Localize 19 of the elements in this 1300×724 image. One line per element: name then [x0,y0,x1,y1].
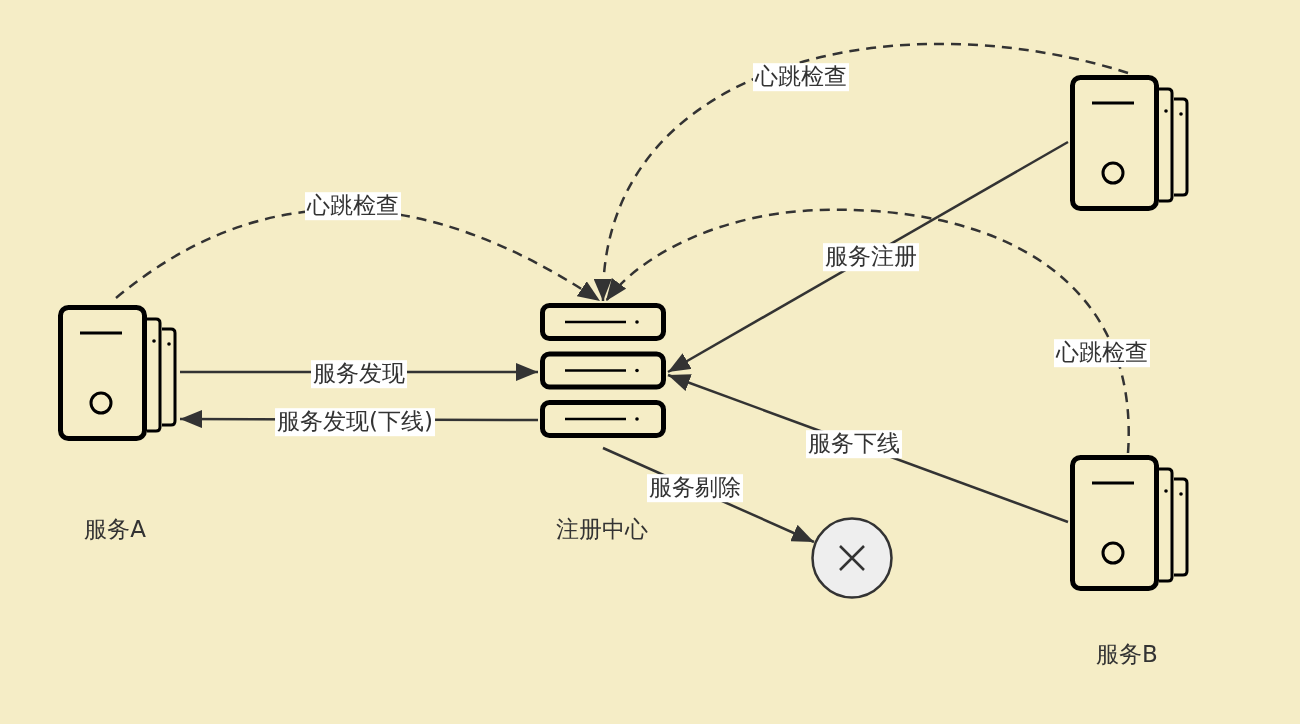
edge-label: 服务注册 [823,243,919,271]
server-icon [58,305,178,441]
removed-circle-icon [811,517,893,599]
server-icon [1070,455,1190,591]
edge-label: 服务剔除 [647,474,743,502]
arrow [605,208,1130,453]
node-label: 注册中心 [556,516,648,544]
edge-label: 心跳检查 [753,63,849,91]
node-label: 服务A [84,516,146,544]
node-label: 服务B [1096,641,1158,669]
edge-label: 服务下线 [806,430,902,458]
server-rack-icon [540,303,666,441]
arrow [596,42,1129,302]
arrow [667,140,1069,374]
edge-label: 心跳检查 [1054,339,1150,367]
server-icon [1070,75,1190,211]
edge-label: 心跳检查 [305,192,401,220]
edge-label: 服务发现 [311,360,407,388]
edge-label: 服务发现(下线) [275,408,435,436]
